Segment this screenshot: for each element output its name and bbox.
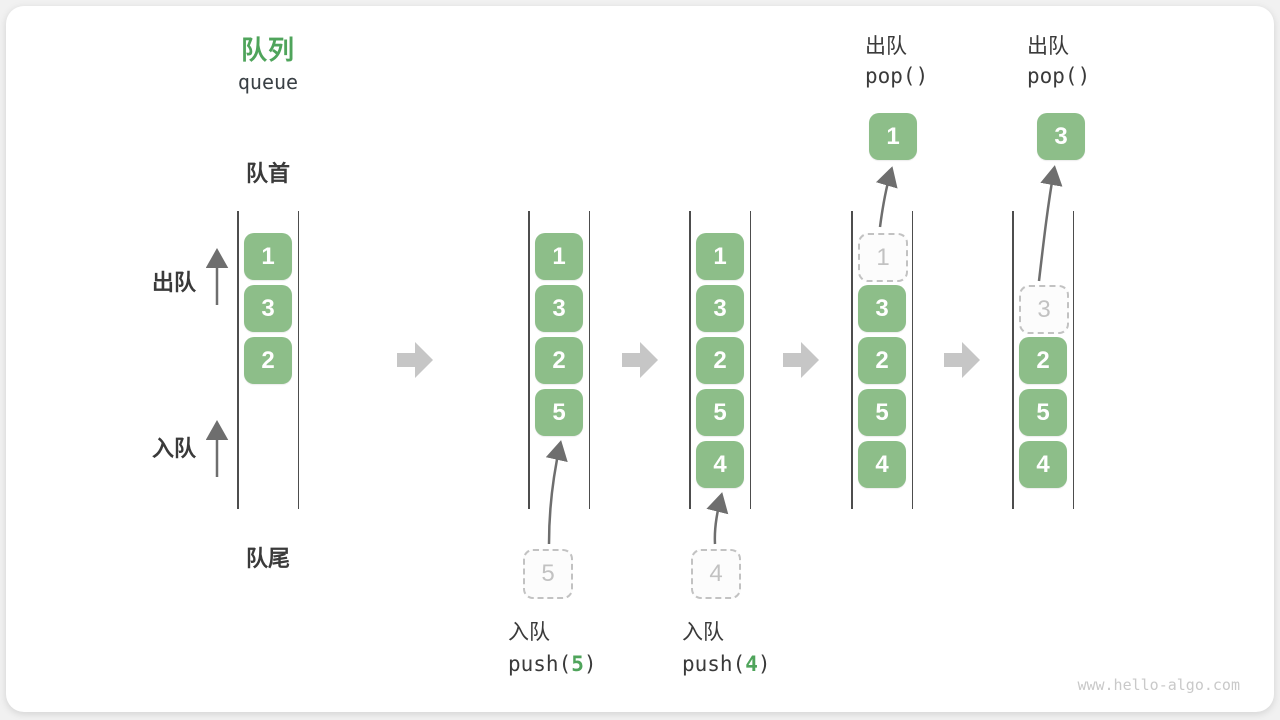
enqueue-op-label: 入队	[682, 621, 724, 644]
popped-item-box: 3	[1037, 113, 1085, 160]
diagram-title-zh: 队列	[240, 35, 295, 65]
queue-wall-right	[297, 211, 299, 509]
enqueue-op-code: push(5)	[508, 652, 597, 676]
queue-front-label: 队首	[245, 161, 290, 186]
queue-item: 5	[696, 389, 744, 436]
pending-enqueue-box: 4	[691, 549, 741, 599]
queue-item: 3	[696, 285, 744, 332]
queue-item-removed: 3	[1019, 285, 1069, 334]
queue-wall-right	[911, 211, 913, 509]
queue-wall-left	[689, 211, 691, 509]
popped-item-box: 1	[869, 113, 917, 160]
queue-wall-right	[588, 211, 590, 509]
queue-item: 5	[1019, 389, 1067, 436]
queue-item: 1	[696, 233, 744, 280]
queue-wall-left	[237, 211, 239, 509]
queue-item: 1	[244, 233, 292, 280]
dequeue-op-code-wrap: pop()	[865, 64, 928, 88]
queue-wall-left	[1012, 211, 1014, 509]
diagram-card	[6, 6, 1274, 712]
dequeue-op-code: pop()	[1027, 64, 1091, 88]
queue-item: 5	[858, 389, 906, 436]
queue-wall-right	[1072, 211, 1074, 509]
enqueue-op-code-wrap: push(5)	[508, 652, 597, 676]
dequeue-side-label: 出队	[152, 270, 197, 295]
queue-item: 2	[244, 337, 292, 384]
queue-wall-left	[528, 211, 530, 509]
queue-item: 2	[535, 337, 583, 384]
queue-item: 3	[535, 285, 583, 332]
dequeue-op-code-wrap: pop()	[1027, 64, 1090, 88]
enqueue-op-code: push(4)	[682, 652, 771, 676]
queue-item: 1	[535, 233, 583, 280]
queue-item: 3	[858, 285, 906, 332]
dequeue-op-code: pop()	[865, 64, 929, 88]
queue-item: 4	[858, 441, 906, 488]
queue-item: 4	[1019, 441, 1067, 488]
watermark: www.hello-algo.com	[1077, 676, 1240, 694]
queue-item-removed: 1	[858, 233, 908, 282]
dequeue-op-label: 出队	[865, 35, 907, 58]
queue-wall-left	[851, 211, 853, 509]
queue-wall-right	[749, 211, 751, 509]
enqueue-op-label: 入队	[508, 621, 550, 644]
dequeue-op-label: 出队	[1027, 35, 1069, 58]
pending-enqueue-box: 5	[523, 549, 573, 599]
queue-item: 3	[244, 285, 292, 332]
queue-item: 2	[696, 337, 744, 384]
queue-item: 4	[696, 441, 744, 488]
enqueue-op-code-wrap: push(4)	[682, 652, 771, 676]
queue-item: 2	[1019, 337, 1067, 384]
queue-item: 5	[535, 389, 583, 436]
enqueue-side-label: 入队	[152, 436, 197, 461]
queue-rear-label: 队尾	[245, 546, 290, 571]
diagram-title-en: queue	[237, 70, 299, 94]
queue-item: 2	[858, 337, 906, 384]
